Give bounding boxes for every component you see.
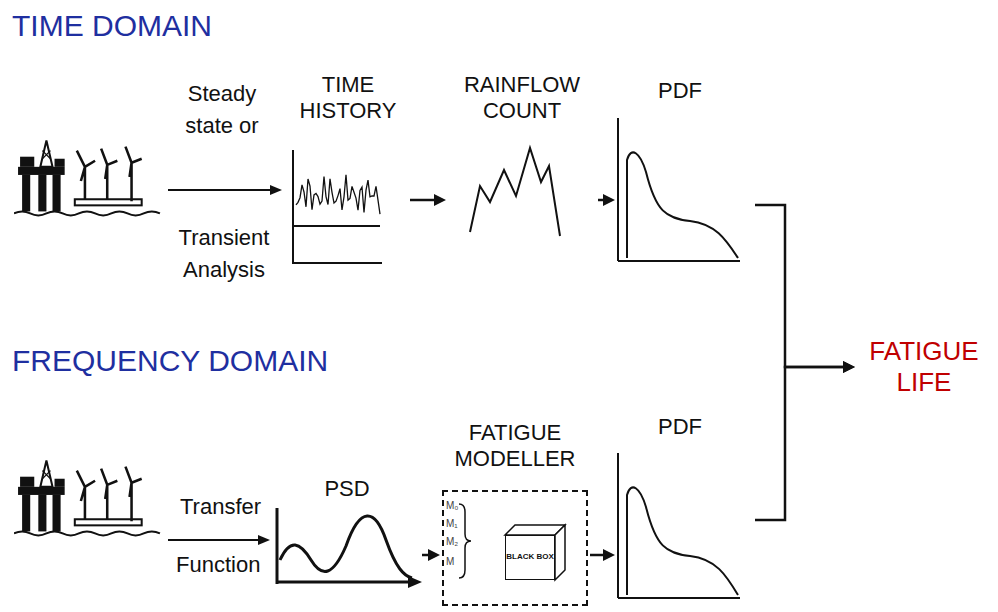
moment-label: M₁ [446, 518, 458, 530]
offshore-icon [14, 140, 160, 215]
panel-heading: RAINFLOW COUNT [446, 72, 598, 125]
arrowhead [843, 361, 855, 373]
psd-chart [277, 508, 412, 584]
panel-heading: PDF [615, 414, 745, 440]
flow-arrow [590, 554, 605, 557]
panel-heading: PDF [615, 78, 745, 104]
flow-arrow [755, 367, 845, 520]
time-history-signal [296, 175, 380, 215]
time-history-panel: TIME HISTORY [286, 72, 410, 268]
arrowhead [603, 194, 615, 206]
arrow-label: Transfer [180, 494, 261, 520]
arrow-label: Steady state or [176, 78, 268, 142]
pdf-chart [618, 453, 740, 598]
panel-heading: FATIGUE MODELLER [440, 420, 590, 473]
fatigue-life-box: FATIGUE LIFE [855, 332, 993, 402]
panel-heading: TIME HISTORY [286, 72, 410, 125]
arrowhead [428, 549, 440, 561]
time-history-axes [293, 150, 382, 264]
panel-heading: FATIGUE LIFE [855, 336, 993, 398]
arrow-label: Transient Analysis [166, 222, 282, 286]
offshore-icon [14, 460, 160, 535]
moment-label: M [446, 556, 454, 568]
pdf-panel: PDF [615, 418, 745, 600]
black-box-side [555, 525, 565, 580]
fatigue-modeller-box: FATIGUE MODELLER BLACK BOX [440, 420, 590, 608]
box-label: BLACK BOX [506, 553, 554, 562]
rainflow-panel: RAINFLOW COUNT [446, 72, 598, 242]
moment-label: M₂ [446, 536, 458, 548]
flow-arrow [410, 199, 436, 202]
moment-label: M₀ [446, 500, 458, 512]
arrowhead [603, 549, 615, 561]
black-box: BLACK BOX [505, 535, 555, 580]
section-heading: FREQUENCY DOMAIN [12, 343, 328, 379]
panel-heading: PSD [272, 476, 422, 502]
arrowhead [258, 535, 270, 545]
moment-brace [459, 504, 471, 578]
pdf-chart [618, 118, 740, 261]
arrow-label: Function [176, 552, 260, 578]
arrowhead [843, 361, 855, 373]
psd-panel: PSD [272, 476, 422, 588]
arrowhead [270, 185, 282, 195]
flow-arrow [755, 205, 845, 367]
arrowhead [408, 576, 422, 588]
arrowhead [434, 194, 446, 206]
pdf-panel: PDF [615, 82, 745, 264]
rainflow-zigzag [470, 148, 560, 236]
section-heading: TIME DOMAIN [12, 8, 212, 44]
